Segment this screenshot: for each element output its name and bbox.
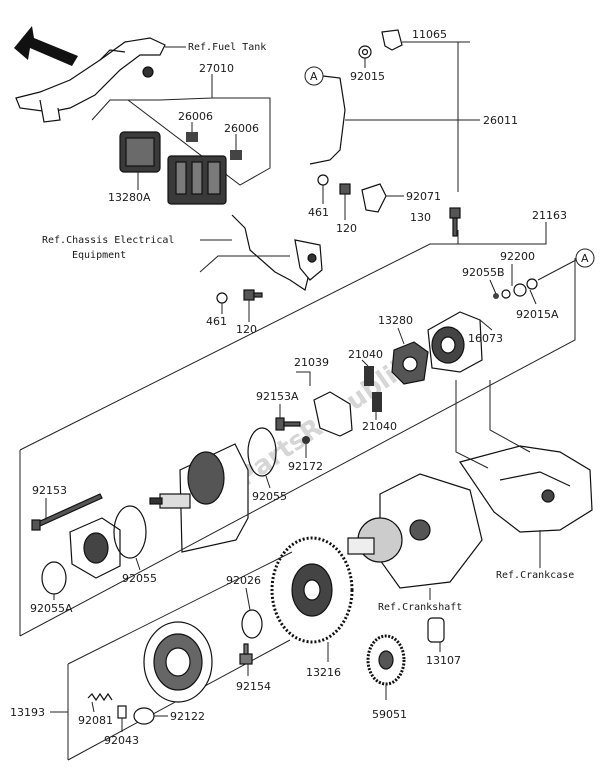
ref-chassis-electrical: Ref.Chassis Electrical	[42, 235, 174, 246]
label-92172: 92172	[288, 460, 323, 473]
label-92015A: 92015A	[516, 308, 559, 321]
label-92154: 92154	[236, 680, 271, 693]
label-130: 130	[410, 211, 431, 224]
label-92122: 92122	[170, 710, 205, 723]
label-26011: 26011	[483, 114, 518, 127]
label-92081: 92081	[78, 714, 113, 727]
front-bracket	[69, 517, 121, 579]
brush-plate-21039	[313, 391, 353, 437]
starter-relay	[167, 155, 227, 205]
label-92015: 92015	[350, 70, 385, 83]
fuel-tank-bracket	[15, 37, 166, 123]
ref-crankshaft: Ref.Crankshaft	[378, 602, 462, 613]
starter-clutch-gear-13216	[270, 536, 354, 644]
label-92055A: 92055A	[30, 602, 73, 615]
label-27010: 27010	[199, 62, 234, 75]
long-bolt-92153	[31, 493, 103, 531]
label-92055B: 92055B	[462, 266, 505, 279]
bolt-130	[449, 207, 461, 237]
callout-a-top: A	[310, 70, 318, 83]
label-92071: 92071	[406, 190, 441, 203]
label-16073: 16073	[468, 332, 503, 345]
label-21039: 21039	[294, 356, 329, 369]
label-11065: 11065	[412, 28, 447, 41]
bush-13107	[427, 617, 445, 643]
label-59051: 59051	[372, 708, 407, 721]
label-21040-b: 21040	[362, 420, 397, 433]
label-26006-a: 26006	[178, 110, 213, 123]
crankcase-section	[459, 445, 593, 533]
label-120-upper: 120	[336, 222, 357, 235]
label-21163: 21163	[532, 209, 567, 222]
nut-92015	[358, 45, 372, 59]
ref-chassis-equipment: Equipment	[72, 250, 126, 261]
boot-92071	[361, 183, 387, 213]
relay-13280A	[119, 131, 161, 173]
label-92153: 92153	[32, 484, 67, 497]
starter-end-cover-16073	[427, 311, 483, 373]
label-13280A: 13280A	[108, 191, 151, 204]
bolt-120-upper	[339, 183, 351, 195]
ground-terminal	[294, 239, 323, 281]
label-13193: 13193	[10, 706, 45, 719]
brush-holder-13280	[391, 341, 429, 385]
label-461-upper: 461	[308, 206, 329, 219]
label-92153A: 92153A	[256, 390, 299, 403]
label-13280: 13280	[378, 314, 413, 327]
starter-motor-yoke	[149, 443, 249, 553]
label-92043: 92043	[104, 734, 139, 747]
idle-gear-59051	[366, 634, 406, 686]
crankshaft	[347, 473, 483, 589]
callout-a-right: A	[581, 252, 589, 265]
label-92200: 92200	[500, 250, 535, 263]
one-way-clutch	[143, 621, 213, 703]
bolt-92154	[239, 643, 253, 665]
label-461-lower: 461	[206, 315, 227, 328]
bolt-120-lower	[243, 289, 263, 301]
label-92055-right: 92055	[252, 490, 287, 503]
label-26006-b: 26006	[224, 122, 259, 135]
label-13216: 13216	[306, 666, 341, 679]
label-13107: 13107	[426, 654, 461, 667]
front-direction-arrow-icon	[14, 26, 78, 66]
terminal-cap-11065	[381, 29, 403, 51]
roller-92122	[133, 707, 155, 725]
label-92026: 92026	[226, 574, 261, 587]
ref-fuel-tank: Ref.Fuel Tank	[188, 42, 266, 53]
label-21040-a: 21040	[348, 348, 383, 361]
label-120-lower: 120	[236, 323, 257, 336]
fuse-26006-b	[230, 150, 242, 160]
label-92055-left: 92055	[122, 572, 157, 585]
fuse-26006-a	[186, 132, 198, 142]
ref-crankcase: Ref.Crankcase	[496, 570, 574, 581]
